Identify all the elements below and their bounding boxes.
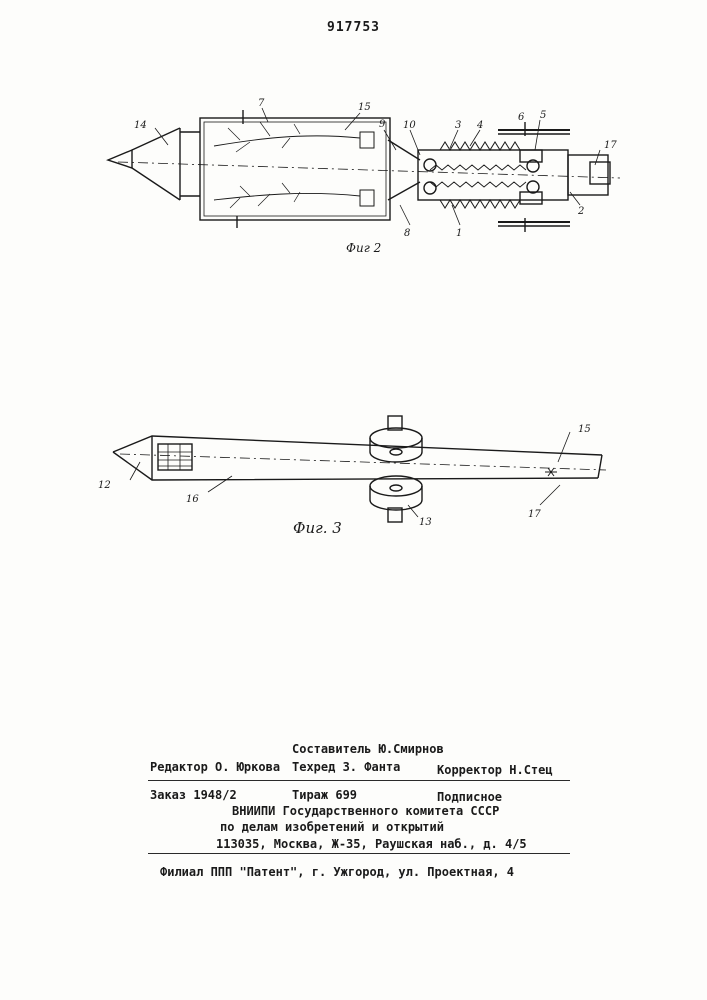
corrector: Корректор Н.Стец	[437, 763, 553, 777]
divider	[148, 780, 570, 781]
branch: Филиал ППП "Патент", г. Ужгород, ул. Про…	[160, 865, 514, 879]
divider	[148, 853, 570, 854]
committee: по делам изобретений и открытий	[220, 820, 444, 834]
subscription: Подписное	[437, 790, 502, 804]
editor: Редактор О. Юркова	[150, 760, 280, 774]
order: Заказ 1948/2	[150, 788, 237, 802]
techred: Техред З. Фанта	[292, 760, 400, 774]
address: 113035, Москва, Ж-35, Раушская наб., д. …	[216, 837, 527, 851]
composer: Составитель Ю.Смирнов	[292, 742, 444, 756]
circulation: Тираж 699	[292, 788, 357, 802]
institute: ВНИИПИ Государственного комитета СССР	[232, 804, 499, 818]
